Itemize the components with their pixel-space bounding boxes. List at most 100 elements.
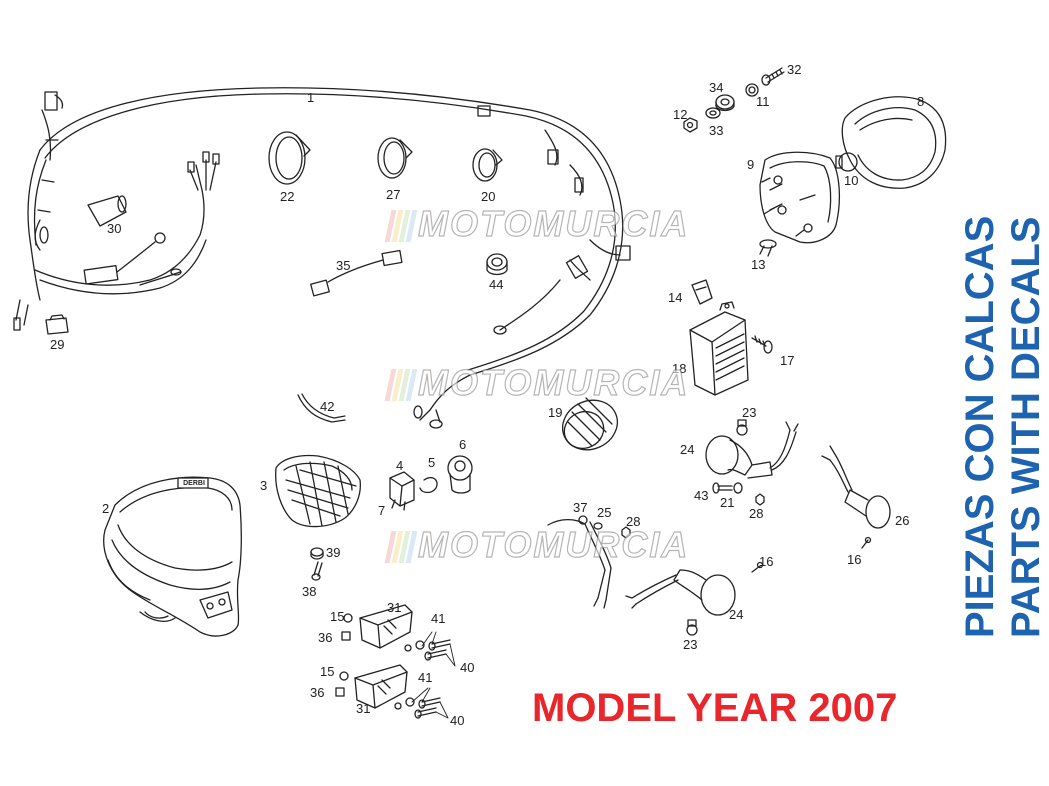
clip-5 <box>419 476 438 494</box>
part-number-40-lower: 40 <box>450 713 465 728</box>
part-number-26: 26 <box>895 513 910 528</box>
watermark-bottom: MOTOMURCIA <box>384 524 688 565</box>
bracket-31-lower <box>354 664 408 709</box>
part-number-44: 44 <box>489 277 504 292</box>
screw-13 <box>759 239 777 257</box>
tube <box>297 393 346 423</box>
part-number-2: 2 <box>102 501 110 516</box>
screw-15-lower <box>339 671 349 681</box>
part-number-15-upper: 15 <box>330 609 345 624</box>
screw-15-upper <box>343 613 353 623</box>
cover-6 <box>447 455 473 494</box>
part-number-36-lower: 36 <box>310 685 325 700</box>
part-number-18: 18 <box>672 361 687 376</box>
bulb-10 <box>835 152 858 172</box>
part-number-34: 34 <box>709 80 724 95</box>
part-number-20: 20 <box>481 189 496 204</box>
indicator-rear-left <box>821 445 891 529</box>
part-number-7: 7 <box>378 503 386 518</box>
bulb-23-upper <box>736 419 748 436</box>
part-number-21: 21 <box>720 495 735 510</box>
indicator-front-left <box>547 518 612 609</box>
part-number-12: 12 <box>673 107 688 122</box>
leader-lines <box>411 631 456 719</box>
part-number-15-lower: 15 <box>320 664 335 679</box>
nut-12 <box>683 117 698 133</box>
part-number-28-right: 28 <box>749 506 764 521</box>
tail-light-body <box>759 151 840 244</box>
part-number-42: 42 <box>320 399 335 414</box>
washer-21 <box>733 482 743 494</box>
part-number-3: 3 <box>260 478 268 493</box>
bolts-40-41-upper <box>404 639 451 661</box>
part-number-38: 38 <box>302 584 317 599</box>
rubber-boot <box>87 195 127 227</box>
voltage-regulator <box>689 301 749 396</box>
bracket-31-upper <box>359 604 413 649</box>
indicator-front-right <box>625 569 736 616</box>
lamp-socket <box>389 471 415 511</box>
part-number-9: 9 <box>747 157 755 172</box>
part-number-24-upper: 24 <box>680 442 695 457</box>
washer-33 <box>705 107 721 119</box>
part-number-27: 27 <box>386 187 401 202</box>
bolts-40-41-lower <box>394 697 441 719</box>
part-number-33: 33 <box>709 123 724 138</box>
part-number-11: 11 <box>756 94 770 109</box>
screw-36-lower <box>335 687 345 697</box>
part-number-5: 5 <box>428 455 436 470</box>
part-number-13: 13 <box>751 257 766 272</box>
screw-37 <box>578 515 588 525</box>
part-number-31-upper: 31 <box>387 600 402 615</box>
watermark-middle: MOTOMURCIA <box>384 362 688 403</box>
washer-25 <box>593 522 603 530</box>
nut-11 <box>745 83 759 97</box>
part-number-37: 37 <box>573 500 588 515</box>
bulb-39 <box>310 547 324 560</box>
cable-clamp-27 <box>377 137 413 179</box>
part-number-1: 1 <box>307 90 315 105</box>
headlight-lens <box>275 454 361 528</box>
fuse <box>45 314 69 335</box>
screw-16-right <box>861 536 872 549</box>
part-number-24-lower: 24 <box>729 607 744 622</box>
part-number-25: 25 <box>597 505 612 520</box>
part-number-30: 30 <box>107 221 122 236</box>
model-year-banner: MODEL YEAR 2007 <box>532 686 898 730</box>
part-number-29: 29 <box>50 337 65 352</box>
indicator-rear-right <box>705 421 799 479</box>
part-number-16-right: 16 <box>847 552 862 567</box>
front-headlight-fairing <box>103 476 242 637</box>
part-number-23-upper: 23 <box>742 405 757 420</box>
tail-light-lens <box>841 96 947 189</box>
part-number-8: 8 <box>917 94 925 109</box>
screw-17 <box>751 335 773 354</box>
nut-28-right <box>755 493 765 506</box>
wiring-harness <box>13 87 631 429</box>
nut-28-left <box>621 526 631 539</box>
part-number-43: 43 <box>694 488 709 503</box>
part-number-32: 32 <box>787 62 802 77</box>
part-number-39: 39 <box>326 545 341 560</box>
headlight-logo: DERBI <box>183 480 205 487</box>
part-number-17: 17 <box>780 353 795 368</box>
part-number-36-upper: 36 <box>318 630 333 645</box>
part-number-41-upper: 41 <box>431 611 446 626</box>
watermark-top: MOTOMURCIA <box>384 203 688 244</box>
grommet <box>486 253 508 276</box>
horn <box>562 397 618 451</box>
part-number-19: 19 <box>548 405 563 420</box>
side-text-spanish: PIEZAS CON CALCAS <box>958 215 1002 638</box>
part-number-16-lower: 16 <box>759 554 774 569</box>
side-text-english: PARTS WITH DECALS <box>1004 216 1048 638</box>
screw-43 <box>712 482 733 494</box>
bulb-23-lower <box>686 619 698 636</box>
screw-16-lower <box>751 561 764 573</box>
part-number-40-upper: 40 <box>460 660 475 675</box>
part-number-10: 10 <box>844 173 859 188</box>
cable-clamp-20 <box>472 148 503 182</box>
part-number-4: 4 <box>396 458 404 473</box>
part-number-41-lower: 41 <box>418 670 433 685</box>
part-number-6: 6 <box>459 437 467 452</box>
